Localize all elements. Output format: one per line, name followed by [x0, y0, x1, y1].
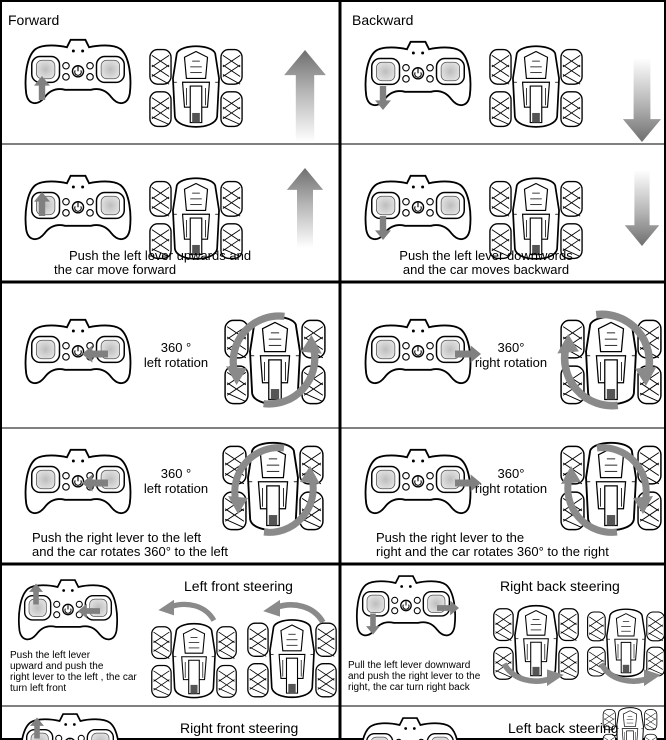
right-rotation-degrees: 360° [466, 340, 556, 355]
stunt-car-icon [150, 178, 242, 259]
backward-arrow-icon [625, 170, 660, 246]
right-rotation-text: right rotation [466, 481, 556, 496]
right-rotation-caption: Push the right lever to the right and th… [376, 531, 609, 559]
stunt-car-icon [225, 317, 325, 404]
right-back-steering-caption-line3: right, the car turn right back [348, 682, 480, 693]
forward-caption: Push the left lever upwards and the car … [40, 249, 280, 277]
stunt-car-icon [248, 620, 336, 697]
forward-panel [26, 40, 326, 259]
backward-title: Backward [352, 12, 413, 28]
steer-left-arrow-icon [263, 600, 323, 622]
stunt-car-icon [150, 46, 242, 127]
backward-panel [366, 42, 662, 259]
right-rotation-caption-line1: Push the right lever to the [376, 531, 609, 545]
left-rotation-caption-line2: and the car rotates 360° to the left [32, 545, 228, 559]
remote-controller-icon [366, 320, 471, 383]
right-rotation-caption-line2: right and the car rotates 360° to the ri… [376, 545, 609, 559]
right-rotation-degrees: 360° [466, 466, 556, 481]
stunt-car-icon [152, 624, 236, 698]
remote-controller-icon [361, 718, 459, 740]
remote-controller-icon [26, 320, 131, 383]
stunt-car-icon [490, 178, 582, 259]
forward-arrow-icon [287, 168, 323, 248]
backward-caption-line1: Push the left lever downwords [366, 249, 606, 263]
left-rotation-text: left rotation [130, 481, 222, 496]
left-front-steering-caption-line4: turn left front [10, 683, 137, 694]
left-rotation-text: left rotation [130, 355, 222, 370]
backward-arrow-icon [623, 58, 661, 142]
right-back-steering-caption: Pull the left lever downward and push th… [348, 660, 480, 693]
left-rotation-caption: Push the right lever to the left and the… [32, 531, 228, 559]
left-front-steering-caption-line3: right lever to the left , the car [10, 672, 137, 683]
left-front-steering-caption-line2: upward and push the [10, 661, 137, 672]
right-back-steering-caption-line1: Pull the left lever downward [348, 660, 480, 671]
left-rotation-label-top: 360 ° left rotation [130, 340, 222, 370]
left-front-steering-title: Left front steering [184, 578, 293, 594]
stunt-car-icon [588, 609, 665, 676]
remote-controller-icon [26, 450, 131, 513]
left-rotation-label-bottom: 360 ° left rotation [130, 466, 222, 496]
right-front-steering-title: Right front steering [180, 720, 298, 736]
stunt-car-icon [490, 46, 582, 127]
left-back-steering-title: Left back steering [508, 720, 619, 736]
right-rotation-label-bottom: 360° right rotation [466, 466, 556, 496]
left-rotation-degrees: 360 ° [130, 466, 222, 481]
forward-arrow-icon [284, 50, 326, 142]
remote-controller-icon [366, 450, 471, 513]
right-rotation-label-top: 360° right rotation [466, 340, 556, 370]
forward-title: Forward [8, 12, 59, 28]
left-front-steering-caption-line1: Push the left lever [10, 650, 137, 661]
right-rotation-text: right rotation [466, 355, 556, 370]
right-back-steering-caption-line2: and push the right lever to the [348, 671, 480, 682]
backward-caption: Push the left lever downwords and the ca… [366, 249, 606, 277]
left-rotation-caption-line1: Push the right lever to the left [32, 531, 228, 545]
backward-caption-line2: and the car moves backward [366, 263, 606, 277]
forward-caption-line1: Push the left lever upwards and [40, 249, 280, 263]
left-front-steering-caption: Push the left lever upward and push the … [10, 650, 137, 694]
steer-left-arrow-icon [158, 600, 213, 621]
forward-caption-line2: the car move forward [40, 263, 280, 277]
right-back-steering-title: Right back steering [500, 578, 620, 594]
left-rotation-degrees: 360 ° [130, 340, 222, 355]
